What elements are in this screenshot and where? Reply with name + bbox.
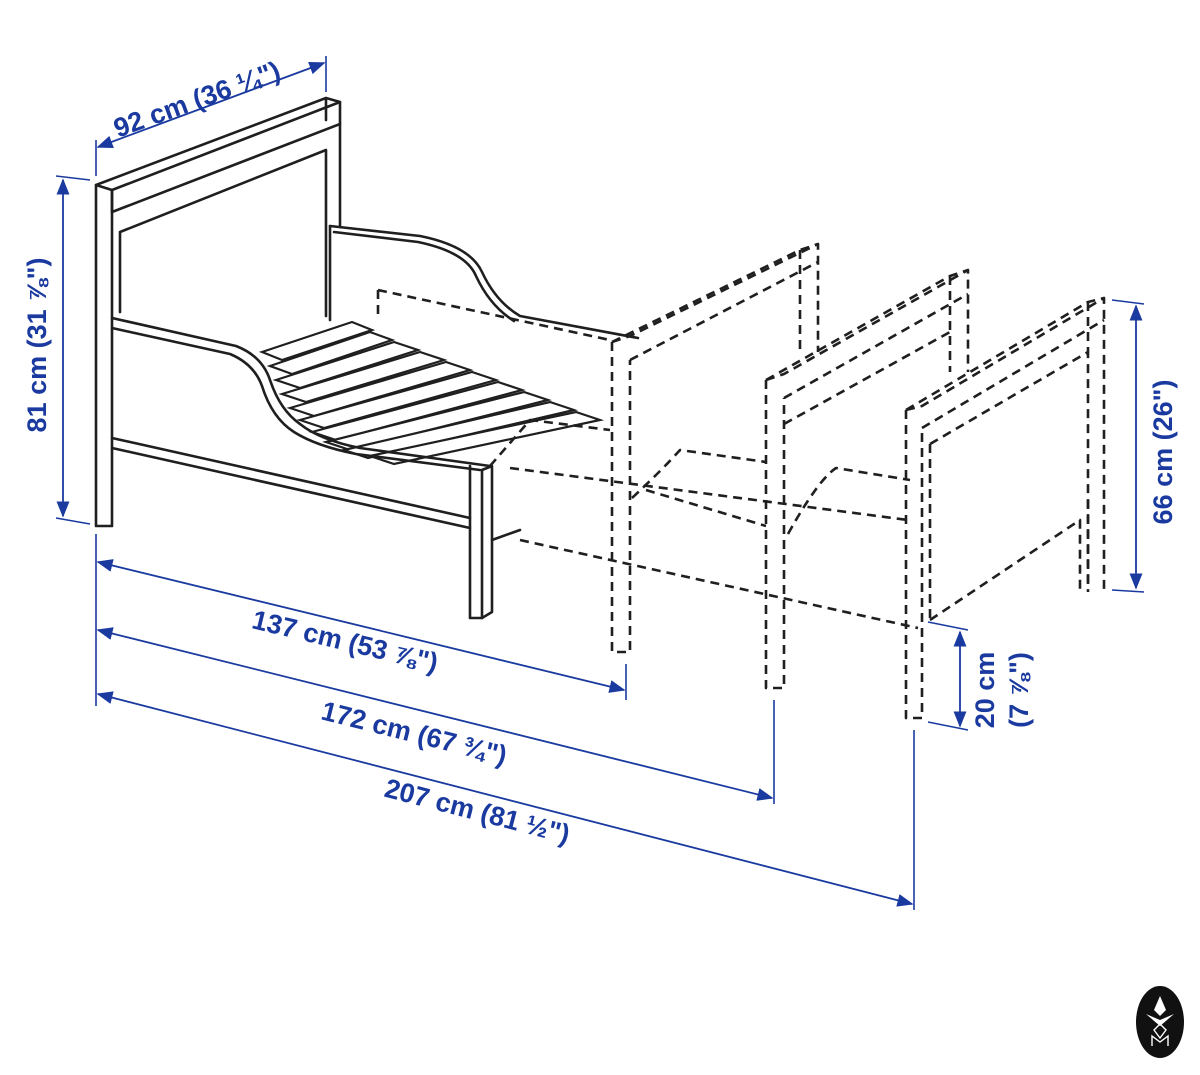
extension-height-dimension [1111,299,1145,593]
foot-leg [468,464,522,620]
height-dimension [55,175,91,525]
width-dimension [95,56,327,176]
extension-height-label: 66 cm (26") [1148,380,1178,525]
length-short-label: 137 cm (53 ⅞") [249,604,441,678]
height-label: 81 cm (31 ⅞") [22,258,52,433]
near-side-rail [110,316,492,530]
bed-illustration [94,96,640,620]
clearance-dimension [927,621,969,731]
width-label: 92 cm (36 ¼") [110,56,285,144]
clearance-label-in: (7 ⅞") [1004,652,1034,728]
extension-frame-2 [764,268,970,690]
length-long-line [96,691,914,907]
extension-frame-3 [904,296,1106,720]
dimension-annotations [55,56,1145,910]
emblem-icon [1136,986,1184,1058]
headboard [94,96,342,528]
far-side-rail [328,224,640,340]
length-short-line [96,559,626,693]
extension-sections [376,242,1106,720]
length-long-label: 207 cm (81 ½") [382,773,573,850]
bed-slats [258,320,605,466]
clearance-label-cm: 20 cm [970,652,1000,729]
extension-frame-1 [610,242,820,654]
length-medium-label: 172 cm (67 ¾") [318,696,510,771]
